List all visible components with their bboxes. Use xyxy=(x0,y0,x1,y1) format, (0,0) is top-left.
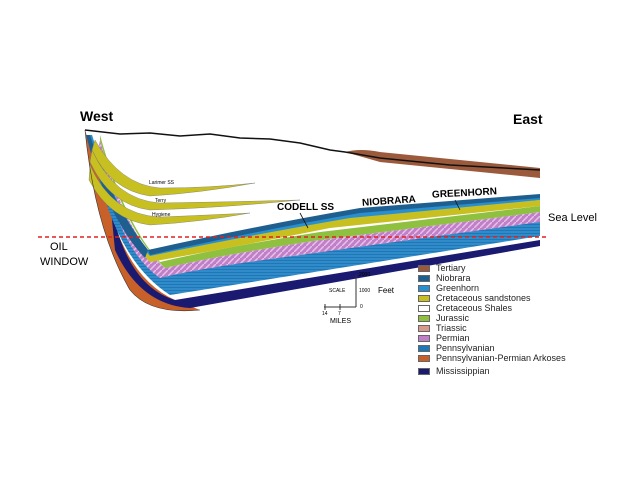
label-window: WINDOW xyxy=(40,256,89,268)
ground-surface xyxy=(84,129,541,171)
basin-outline xyxy=(84,129,201,312)
legend-label: Triassic xyxy=(436,323,467,333)
label-oil: OIL xyxy=(50,241,68,253)
legend-label: Cretaceous sandstones xyxy=(436,293,531,303)
legend-item: Niobrara xyxy=(418,273,566,283)
arkose-layer xyxy=(85,130,200,311)
label-hygiene: Hygiene xyxy=(152,212,171,218)
label-sea-level: Sea Level xyxy=(548,212,597,224)
legend-label: Pennsylvanian xyxy=(436,343,495,353)
legend-label: Niobrara xyxy=(436,273,471,283)
scale-miles-unit: MILES xyxy=(330,318,352,325)
legend-label: Jurassic xyxy=(436,313,470,323)
hygiene-tongue xyxy=(88,164,251,226)
legend-swatch xyxy=(418,354,430,362)
legend-item: Jurassic xyxy=(418,313,566,323)
legend-item: Mississippian xyxy=(418,366,566,376)
legend-item: Triassic xyxy=(418,323,566,333)
legend-swatch xyxy=(418,294,430,302)
legend-label: Pennsylvanian-Permian Arkoses xyxy=(436,353,566,363)
legend-swatch xyxy=(418,314,430,322)
legend-item: Tertiary xyxy=(418,263,566,273)
greenhorn-leader xyxy=(454,199,461,211)
legend-label: Greenhorn xyxy=(436,283,480,293)
legend-swatch xyxy=(418,284,430,292)
scale-label: SCALE xyxy=(329,288,346,294)
legend-swatch xyxy=(418,304,430,312)
legend-label: Mississippian xyxy=(436,366,490,376)
legend-swatch xyxy=(418,324,430,332)
label-terry: Terry xyxy=(155,198,167,204)
legend-swatch xyxy=(418,344,430,352)
legend-swatch xyxy=(418,264,430,272)
scale-feet-1000: 1000 xyxy=(359,288,371,294)
legend-item: Cretaceous sandstones xyxy=(418,293,566,303)
codell-leader xyxy=(299,212,309,229)
legend-item: Cretaceous Shales xyxy=(418,303,566,313)
scale-bar xyxy=(324,275,357,310)
scale-miles-7: 7 xyxy=(338,311,341,317)
legend-swatch xyxy=(418,334,430,342)
legend-swatch xyxy=(418,367,430,375)
legend-label: Permian xyxy=(436,333,470,343)
legend-item: Permian xyxy=(418,333,566,343)
terry-tongue xyxy=(89,149,301,211)
legend-item: Pennsylvanian xyxy=(418,343,566,353)
scale-feet-unit: Feet xyxy=(378,286,395,295)
label-codell: CODELL SS xyxy=(277,202,335,213)
label-west: West xyxy=(80,108,114,124)
label-east: East xyxy=(513,111,543,127)
larimer-tongue xyxy=(91,139,256,197)
permian-layer xyxy=(98,140,540,278)
legend-label: Tertiary xyxy=(436,263,466,273)
label-larimer: Larimer SS xyxy=(149,180,175,186)
scale-feet-0: 0 xyxy=(360,304,363,310)
legend-label: Cretaceous Shales xyxy=(436,303,513,313)
legend-item: Greenhorn xyxy=(418,283,566,293)
scale-feet-2000: 2000 xyxy=(359,272,371,278)
legend-item: Pennsylvanian-Permian Arkoses xyxy=(418,353,566,363)
legend-swatch xyxy=(418,274,430,282)
scale-miles-14: 14 xyxy=(322,311,328,317)
pennsylvanian-layer xyxy=(95,150,540,295)
